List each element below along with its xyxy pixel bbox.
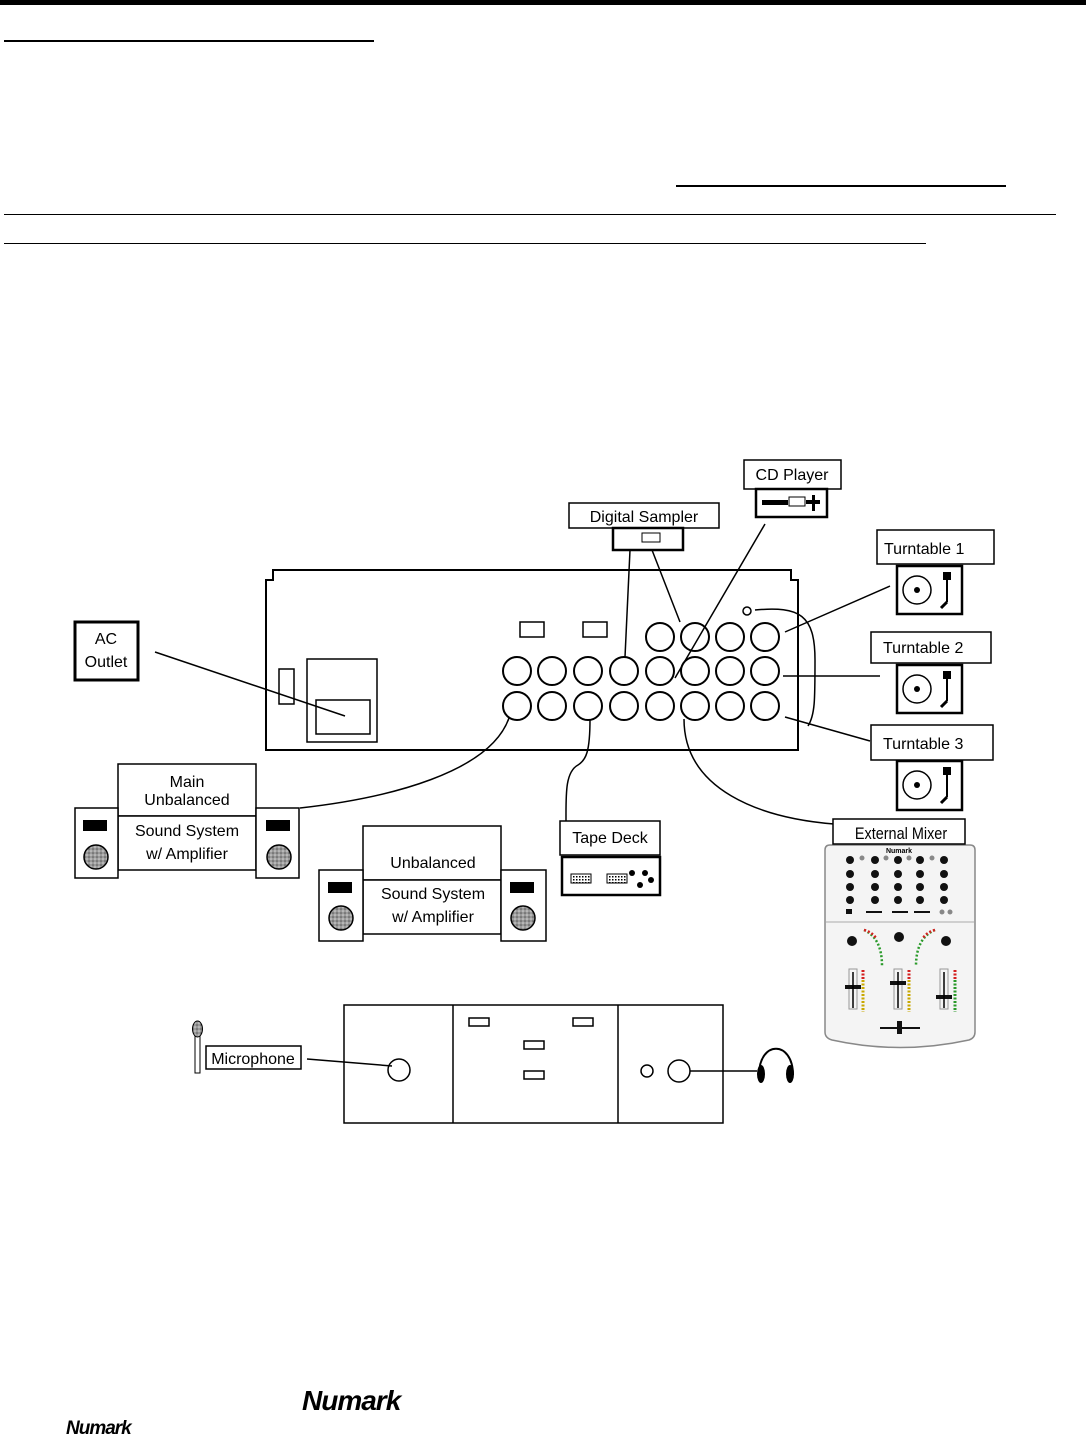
headphones-icon (757, 1047, 794, 1083)
text-rule (4, 243, 926, 244)
vu-meter-arcs (863, 928, 936, 967)
ac-outlet-label: AC Outlet (73, 620, 140, 682)
svg-text:w/ Amplifier: w/ Amplifier (145, 846, 228, 863)
turntable-2: Turntable 2 (870, 631, 992, 715)
rca-jacks (502, 622, 780, 721)
svg-text:Main: Main (170, 774, 205, 791)
front-panel (343, 1004, 724, 1124)
main-sound-system: Main Unbalanced Sound System w/ Amplifie… (74, 763, 300, 879)
digital-sampler: Digital Sampler (568, 502, 720, 552)
cd-player: CD Player (743, 459, 842, 519)
vu-meter-columns (861, 970, 957, 1012)
turntable-3: Turntable 3 (870, 724, 994, 812)
text-underline (676, 185, 1006, 187)
tape-deck: Tape Deck (559, 820, 662, 897)
svg-text:AC: AC (95, 631, 117, 648)
text-rule (4, 214, 1056, 215)
svg-text:Turntable 3: Turntable 3 (883, 736, 963, 753)
svg-text:Digital Sampler: Digital Sampler (590, 509, 699, 526)
svg-text:CD Player: CD Player (756, 467, 830, 484)
top-border-bar (0, 0, 1086, 5)
svg-text:Sound System: Sound System (381, 886, 485, 903)
svg-text:Turntable 1: Turntable 1 (884, 541, 964, 558)
external-mixer: External Mixer Numark (824, 818, 976, 1049)
numark-logo-large: Numark (302, 1385, 401, 1416)
svg-text:Unbalanced: Unbalanced (390, 855, 475, 872)
numark-logo-small: Numark (66, 1418, 132, 1439)
svg-text:Outlet: Outlet (85, 654, 128, 671)
svg-text:Unbalanced: Unbalanced (144, 792, 229, 809)
svg-text:Microphone: Microphone (211, 1051, 295, 1068)
svg-text:Turntable 2: Turntable 2 (883, 640, 963, 657)
second-sound-system: Unbalanced Sound System w/ Amplifier (318, 825, 547, 942)
turntable-1: Turntable 1 (876, 529, 995, 616)
rear-panel (265, 569, 799, 751)
microphone: Microphone (192, 1020, 302, 1074)
svg-text:w/ Amplifier: w/ Amplifier (391, 909, 474, 926)
svg-text:Tape Deck: Tape Deck (572, 830, 649, 847)
svg-text:Sound System: Sound System (135, 823, 239, 840)
heading-underline (4, 40, 374, 42)
cables (154, 523, 891, 1072)
svg-text:Numark: Numark (886, 848, 912, 855)
svg-text:External Mixer: External Mixer (855, 825, 947, 843)
